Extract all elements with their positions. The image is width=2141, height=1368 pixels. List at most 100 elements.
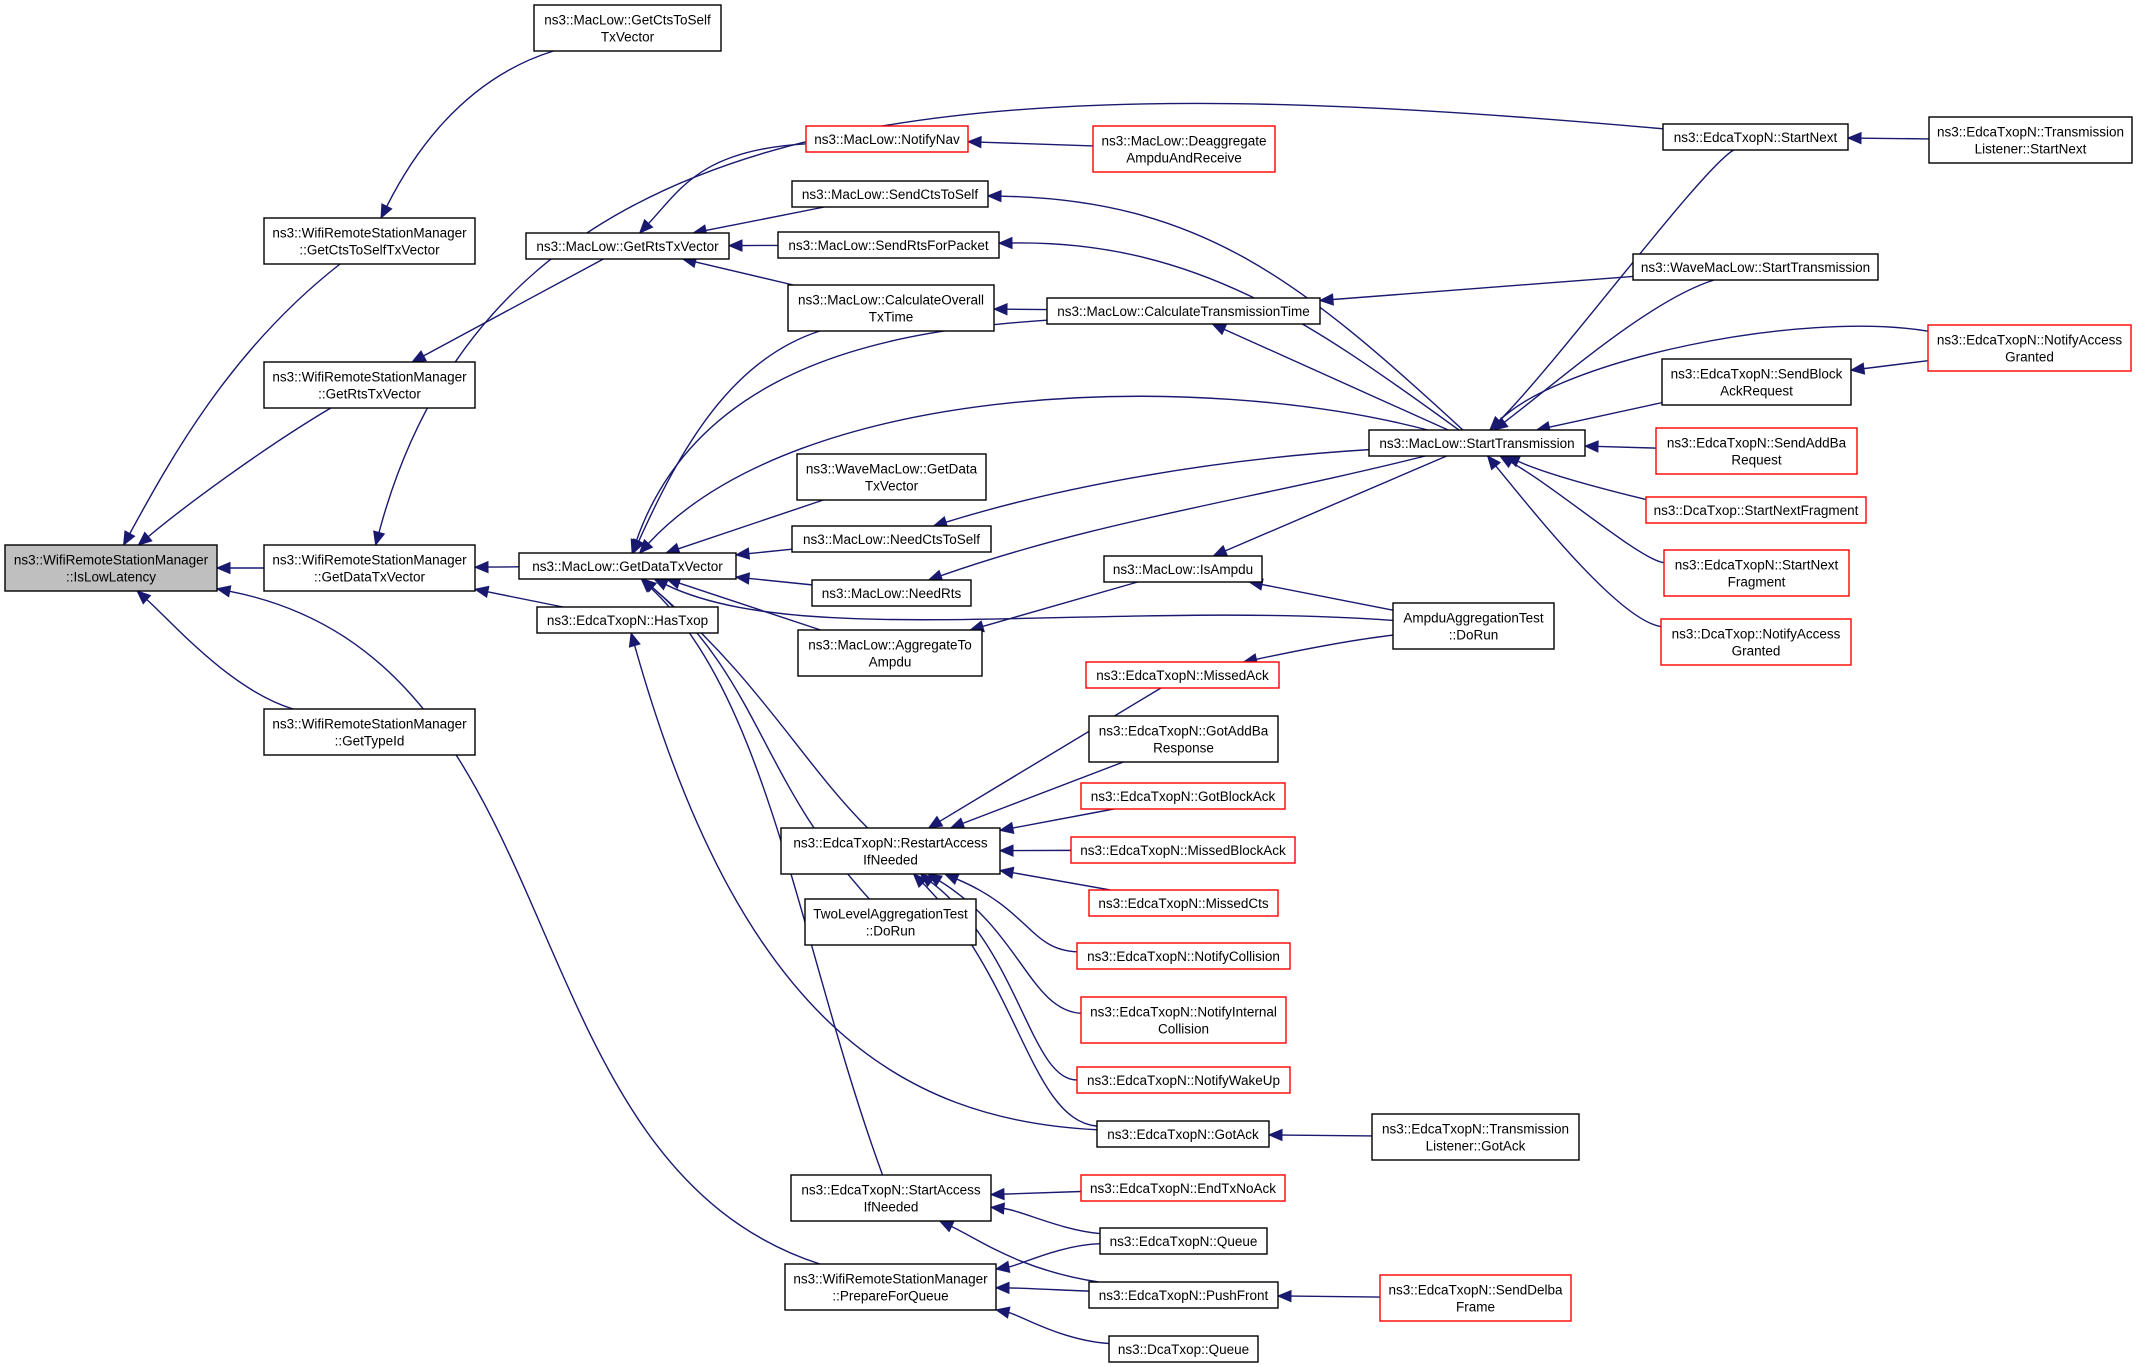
node-dca-start-next-fragment[interactable]: ns3::DcaTxop::StartNextFragment	[1645, 496, 1867, 524]
node-get-data-tx-vector-mgr[interactable]: ns3::WifiRemoteStationManager::GetDataTx…	[263, 544, 476, 592]
node-calc-transmission-time[interactable]: ns3::MacLow::CalculateTransmissionTime	[1046, 297, 1321, 325]
arrowhead-icon	[638, 218, 654, 234]
node-end-tx-no-ack[interactable]: ns3::EdcaTxopN::EndTxNoAck	[1080, 1174, 1286, 1202]
node-box	[797, 629, 983, 677]
node-tl-start-next[interactable]: ns3::EdcaTxopN::TransmissionListener::St…	[1928, 116, 2133, 164]
node-notify-nav[interactable]: ns3::MacLow::NotifyNav	[805, 125, 969, 153]
node-send-rts-for-packet[interactable]: ns3::MacLow::SendRtsForPacket	[777, 231, 1000, 259]
edge-line	[634, 645, 1098, 1131]
node-edca-queue[interactable]: ns3::EdcaTxopN::Queue	[1099, 1227, 1268, 1255]
node-notify-collision[interactable]: ns3::EdcaTxopN::NotifyCollision	[1076, 942, 1291, 970]
node-notify-wake-up[interactable]: ns3::EdcaTxopN::NotifyWakeUp	[1076, 1066, 1291, 1094]
edge-start-transmission-to-mac-get-data-tx-vector	[638, 395, 1428, 554]
node-box	[1076, 1066, 1291, 1094]
edge-line	[1000, 195, 1464, 431]
edge-start-transmission-to-send-cts-to-self	[986, 189, 1464, 431]
node-label-line: ns3::DcaTxop::Queue	[1118, 1342, 1249, 1357]
edge-line	[1008, 1311, 1110, 1345]
node-mac-get-cts-to-self-tx-vector[interactable]: ns3::MacLow::GetCtsToSelfTxVector	[533, 4, 722, 52]
node-label-line: ns3::MacLow::StartTransmission	[1379, 436, 1574, 451]
node-box	[263, 544, 476, 592]
node-label-line: ns3::MacLow::Deaggregate	[1101, 134, 1266, 149]
node-prepare-for-queue[interactable]: ns3::WifiRemoteStationManager::PrepareFo…	[784, 1263, 997, 1311]
node-two-level-aggregation-test[interactable]: TwoLevelAggregationTest::DoRun	[804, 898, 977, 946]
node-missed-ack[interactable]: ns3::EdcaTxopN::MissedAck	[1085, 661, 1280, 689]
node-label-line: ::GetTypeId	[335, 734, 405, 749]
node-got-ack[interactable]: ns3::EdcaTxopN::GotAck	[1096, 1120, 1270, 1148]
node-need-rts[interactable]: ns3::MacLow::NeedRts	[811, 579, 972, 607]
node-edca-start-next-fragment[interactable]: ns3::EdcaTxopN::StartNextFragment	[1663, 549, 1850, 597]
node-label-line: ns3::MacLow::CalculateOverall	[798, 293, 984, 308]
node-start-next[interactable]: ns3::EdcaTxopN::StartNext	[1662, 123, 1849, 151]
node-label-line: ns3::MacLow::IsAmpdu	[1113, 562, 1253, 577]
edge-need-rts-to-mac-get-data-tx-vector	[734, 572, 813, 586]
node-wave-start-transmission[interactable]: ns3::WaveMacLow::StartTransmission	[1632, 253, 1879, 281]
arrowhead-icon	[1583, 440, 1599, 453]
edge-need-cts-to-self-to-mac-get-data-tx-vector	[734, 547, 793, 560]
node-box	[1371, 1113, 1580, 1161]
node-is-ampdu[interactable]: ns3::MacLow::IsAmpdu	[1103, 555, 1263, 583]
node-label-line: ns3::MacLow::GetDataTxVector	[532, 559, 723, 574]
node-has-txop[interactable]: ns3::EdcaTxopN::HasTxop	[536, 606, 719, 634]
node-mac-get-data-tx-vector[interactable]: ns3::MacLow::GetDataTxVector	[518, 552, 737, 580]
node-tl-got-ack[interactable]: ns3::EdcaTxopN::TransmissionListener::Go…	[1371, 1113, 1580, 1161]
node-is-low-latency[interactable]: ns3::WifiRemoteStationManager::IsLowLate…	[4, 544, 218, 592]
edge-line	[940, 455, 1426, 577]
node-missed-cts[interactable]: ns3::EdcaTxopN::MissedCts	[1088, 889, 1279, 917]
node-mac-get-rts-tx-vector[interactable]: ns3::MacLow::GetRtsTxVector	[525, 232, 730, 260]
arrowhead-icon	[215, 585, 232, 598]
arrowhead-icon	[989, 1187, 1005, 1201]
node-label-line: ::PrepareForQueue	[832, 1289, 948, 1304]
node-box	[791, 525, 992, 553]
node-label-line: Granted	[2005, 350, 2054, 365]
node-get-type-id[interactable]: ns3::WifiRemoteStationManager::GetTypeId	[263, 708, 476, 756]
edge-line	[1498, 149, 1734, 422]
node-ampdu-aggregation-test[interactable]: AmpduAggregationTest::DoRun	[1392, 602, 1555, 650]
node-box	[1661, 358, 1852, 406]
node-label-line: TxVector	[865, 479, 919, 494]
node-get-cts-to-self-tx-vector-mgr[interactable]: ns3::WifiRemoteStationManager::GetCtsToS…	[263, 217, 476, 265]
edge-line	[1510, 461, 1665, 564]
edge-line	[678, 582, 821, 631]
node-dca-queue[interactable]: ns3::DcaTxop::Queue	[1108, 1335, 1259, 1363]
node-push-front[interactable]: ns3::EdcaTxopN::PushFront	[1088, 1281, 1279, 1309]
arrowhead-icon	[1267, 1128, 1283, 1142]
node-missed-block-ack[interactable]: ns3::EdcaTxopN::MissedBlockAck	[1070, 836, 1296, 864]
edge-notify-access-granted-edca-to-send-block-ack-request	[1849, 359, 1929, 375]
node-box	[796, 453, 987, 501]
edge-line	[939, 687, 1162, 822]
edge-start-transmission-to-need-cts-to-self	[932, 448, 1370, 528]
node-label-line: ns3::EdcaTxopN::SendDelba	[1388, 1283, 1563, 1298]
arrowhead-icon	[137, 531, 153, 546]
node-got-block-ack[interactable]: ns3::EdcaTxopN::GotBlockAck	[1080, 782, 1286, 810]
node-get-rts-tx-vector-mgr[interactable]: ns3::WifiRemoteStationManager::GetRtsTxV…	[263, 361, 476, 409]
node-label-line: ns3::EdcaTxopN::PushFront	[1099, 1288, 1269, 1303]
edge-line	[980, 141, 1094, 147]
node-need-cts-to-self[interactable]: ns3::MacLow::NeedCtsToSelf	[791, 525, 992, 553]
node-label-line: ns3::MacLow::AggregateTo	[808, 638, 972, 653]
edge-line	[1863, 359, 1929, 370]
node-box	[4, 544, 218, 592]
edge-line	[229, 590, 820, 1265]
node-label-line: ns3::EdcaTxopN::StartAccess	[801, 1183, 981, 1198]
node-wave-get-data-tx-vector[interactable]: ns3::WaveMacLow::GetDataTxVector	[796, 453, 987, 501]
node-send-cts-to-self[interactable]: ns3::MacLow::SendCtsToSelf	[791, 180, 989, 208]
arrowhead-icon	[998, 844, 1014, 857]
edge-line	[129, 263, 341, 534]
arrowhead-icon	[1486, 455, 1502, 471]
edge-mac-get-rts-tx-vector-to-get-rts-tx-vector-mgr	[411, 258, 604, 363]
node-box	[1108, 1335, 1259, 1363]
node-start-transmission[interactable]: ns3::MacLow::StartTransmission	[1368, 429, 1586, 457]
